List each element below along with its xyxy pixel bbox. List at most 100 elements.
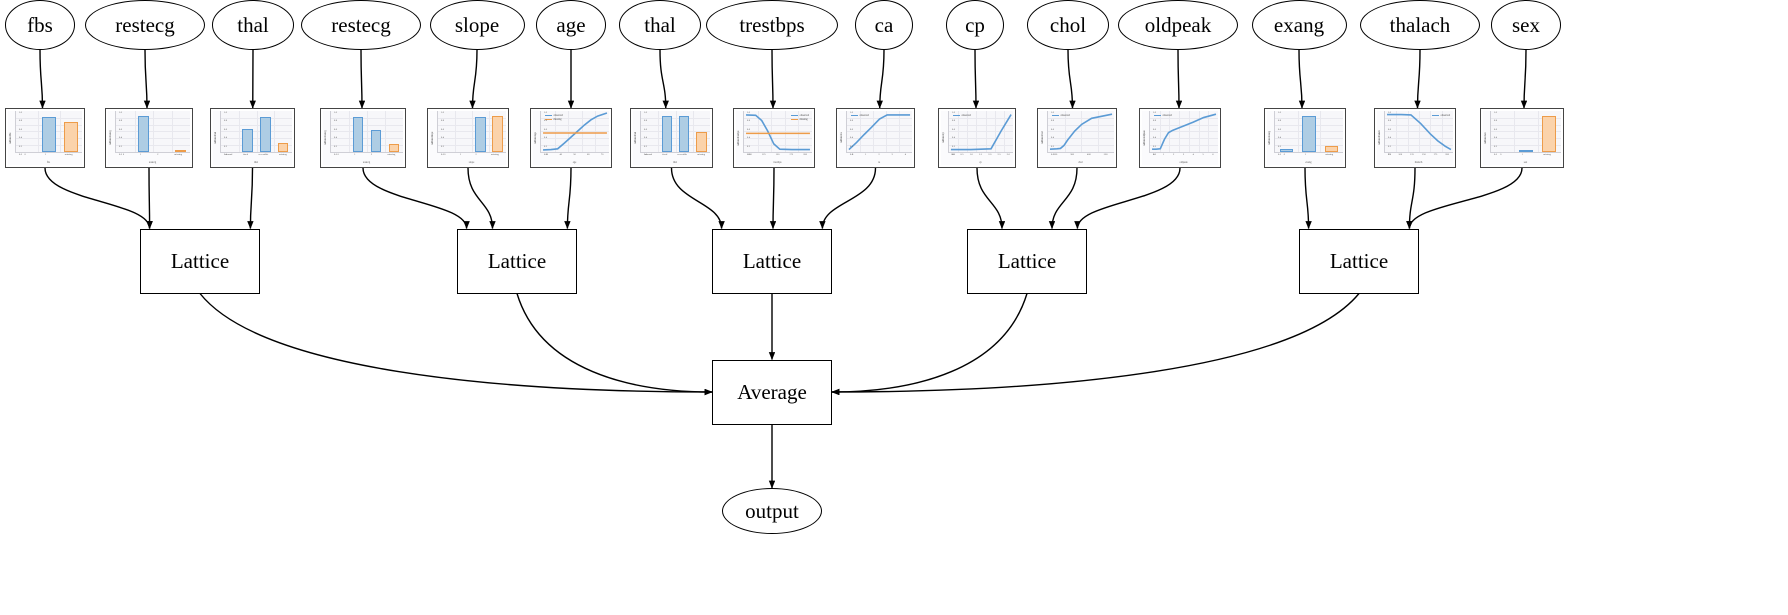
input-node-restecg[interactable]: restecg [85, 0, 205, 50]
x-tick-label: 200 [803, 153, 807, 157]
gridline-horizontal [744, 124, 812, 126]
calibrator-y-axis-label: calibrated trestbps [737, 130, 741, 146]
x-tick-label: 0 [1500, 153, 1502, 157]
input-node-ca[interactable]: ca [854, 0, 914, 50]
y-tick-label: 1.0 [118, 111, 122, 114]
edge-cal7-to-lat2 [769, 167, 777, 230]
input-node-sex[interactable]: sex [1490, 0, 1562, 50]
y-tick-label: 0.6 [643, 127, 647, 131]
input-node-exang[interactable]: exang [1251, 0, 1347, 50]
y-tick-label: 0.8 [1050, 119, 1054, 123]
gridline-horizontal [541, 138, 609, 140]
calibrator-bar [1519, 149, 1533, 152]
gridline-vertical [771, 111, 773, 152]
x-tick-label: 100 [1398, 153, 1403, 157]
legend-entry: missing [545, 118, 563, 122]
calibrator-y-axis-label: calibrated thal [214, 132, 218, 144]
lattice-node-3[interactable]: Lattice [967, 228, 1087, 294]
y-tick-label: 0.6 [1050, 127, 1054, 131]
edge-cal4-to-lat1 [467, 167, 496, 230]
x-tick-label: 2 [475, 153, 477, 157]
edge-in14-to-cal14 [1520, 49, 1528, 109]
input-node-cp[interactable]: cp [945, 0, 1005, 50]
y-tick-label: 0.0 [18, 152, 22, 156]
y-tick-label: 0.4 [849, 136, 853, 140]
calibrator-legend: observed [1052, 114, 1070, 118]
gridline-vertical [1179, 111, 1181, 152]
lattice-node-4[interactable]: Lattice [1299, 228, 1419, 294]
input-node-label: fbs [27, 12, 53, 37]
input-node-thalach[interactable]: thalach [1360, 0, 1480, 50]
gridline-horizontal [1150, 138, 1218, 140]
y-tick-label: 0.0 [951, 152, 955, 156]
lattice-node-0[interactable]: Lattice [140, 228, 260, 294]
series-line-observed [951, 115, 1011, 150]
calibrator-bar [260, 117, 271, 152]
gridline-vertical [171, 111, 173, 152]
x-tick-label: missing [697, 153, 705, 157]
input-node-fbs[interactable]: fbs [4, 0, 76, 50]
input-node-restecg[interactable]: restecg [301, 0, 421, 50]
input-node-age[interactable]: age [535, 0, 607, 50]
calibrator-bar [661, 116, 673, 152]
input-node-oldpeak[interactable]: oldpeak [1118, 0, 1238, 50]
lattice-node-2[interactable]: Lattice [712, 228, 832, 294]
calibrator-x-axis-label: age [572, 161, 577, 165]
y-tick-label: 0.6 [118, 127, 122, 131]
input-node-trestbps[interactable]: trestbps [706, 0, 838, 50]
input-node-chol[interactable]: chol [1026, 0, 1110, 50]
legend-swatch-icon [545, 119, 552, 121]
edge-in7-to-cal7 [769, 49, 777, 109]
gridline-vertical [1419, 111, 1420, 152]
legend-entry-label: observed [799, 114, 809, 117]
gridline-horizontal [1491, 138, 1561, 140]
gridline-vertical [581, 111, 583, 152]
x-tick-label: 70 [600, 153, 604, 157]
edge-lat1-to-avg [516, 293, 713, 396]
calibrator-bar [42, 116, 56, 152]
output-node[interactable]: output [722, 488, 822, 534]
calibrator-bar [678, 116, 690, 152]
edge-lat0-to-avg [199, 293, 713, 396]
calibrator-line-svg [1150, 111, 1218, 152]
input-node-thal[interactable]: thal [618, 0, 702, 50]
lattice-node-1[interactable]: Lattice [457, 228, 577, 294]
gridline-vertical [1198, 111, 1200, 152]
calibrator-line-svg [1048, 111, 1114, 152]
calibrator-bar [492, 116, 503, 152]
input-node-slope[interactable]: slope [429, 0, 525, 50]
x-tick-label: normal [225, 153, 233, 157]
legend-entry-label: observed [1162, 114, 1172, 117]
average-node[interactable]: Average [712, 359, 832, 425]
input-node-label: restecg [331, 12, 391, 37]
input-node-thal[interactable]: thal [211, 0, 295, 50]
legend-entry-label: missing [553, 117, 562, 121]
y-tick-label: 0.0 [223, 152, 227, 156]
x-tick-label: 2 [878, 153, 880, 157]
gridline-horizontal [949, 117, 1013, 119]
y-tick-label: 1.0 [951, 111, 955, 114]
y-tick-label: 1.0 [1050, 111, 1054, 114]
x-tick-label: 2 [1172, 153, 1175, 157]
